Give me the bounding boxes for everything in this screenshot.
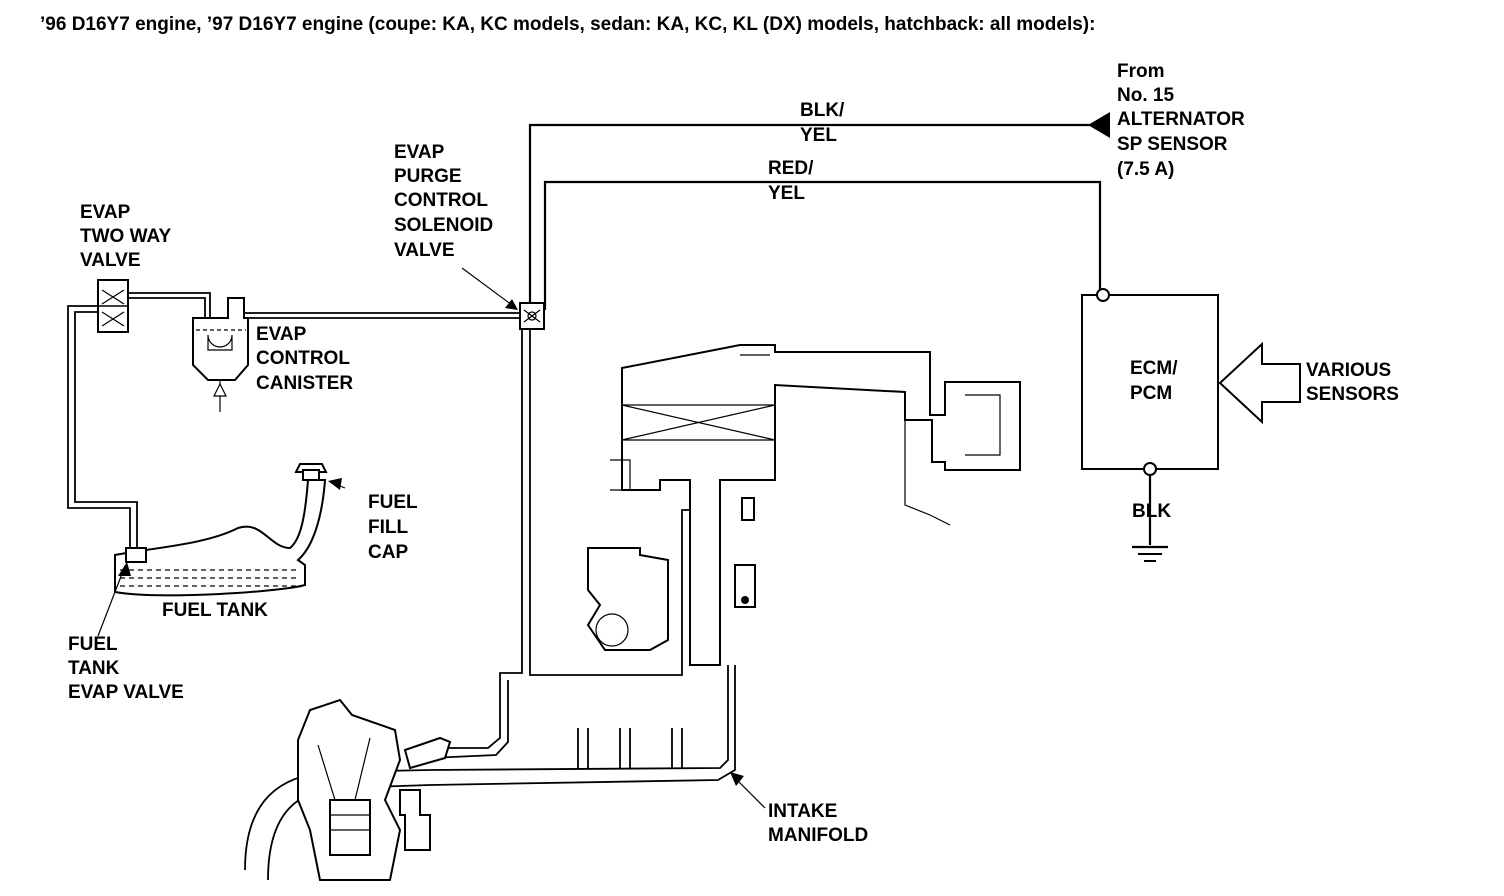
throttle-body-assembly <box>610 344 1021 666</box>
label-line: TANK <box>68 658 120 679</box>
evap-control-canister <box>192 297 249 412</box>
label-evap-two-way-valve: EVAP TWO WAY VALVE <box>80 202 171 271</box>
label-fuel-fill-cap: FUEL FILL CAP <box>368 492 418 563</box>
purge-valve-leader <box>461 267 517 309</box>
label-line: YEL <box>800 125 837 146</box>
tank-valve-leader-arrow <box>118 562 131 576</box>
label-line: (7.5 A) <box>1117 159 1174 180</box>
label-line: MANIFOLD <box>768 825 868 846</box>
label-evap-control-canister: EVAP CONTROL CANISTER <box>256 324 353 394</box>
label-line: SP SENSOR <box>1117 134 1228 155</box>
label-line: CANISTER <box>256 373 353 394</box>
two-way-valve <box>97 279 129 333</box>
label-line: EVAP VALVE <box>68 682 184 703</box>
label-line: CAP <box>368 542 408 563</box>
label-line: PURGE <box>394 166 462 187</box>
idle-air-control-valve <box>586 547 669 651</box>
intake-manifold-leader-arrow <box>730 772 744 786</box>
label-line: PCM <box>1130 383 1172 404</box>
tank-valve-leader <box>97 565 126 637</box>
purge-valve-leader-arrow <box>505 299 518 310</box>
ecm-pcm-box <box>1081 294 1219 470</box>
label-line: VARIOUS <box>1306 360 1391 381</box>
label-fuel-tank: FUEL TANK <box>162 600 268 621</box>
label-line: ALTERNATOR <box>1117 109 1245 130</box>
label-line: SENSORS <box>1306 384 1399 405</box>
intake-manifold <box>244 665 736 881</box>
label-line: FUEL <box>68 634 118 655</box>
label-wire-blk: BLK <box>1132 501 1171 522</box>
diagram-title: ’96 D16Y7 engine, ’97 D16Y7 engine (coup… <box>40 14 1095 35</box>
label-line: BLK/ <box>800 100 845 121</box>
fuse-connector-arrow <box>1088 112 1110 138</box>
fuel-cap-leader-arrow <box>328 478 342 490</box>
label-line: CONTROL <box>256 348 350 369</box>
label-line: VALVE <box>80 250 141 271</box>
label-line: TWO WAY <box>80 226 171 247</box>
map-sensor <box>734 497 756 608</box>
label-wire-blk-yel: BLK/ YEL <box>800 100 845 146</box>
label-wire-red-yel: RED/ YEL <box>768 158 814 204</box>
label-various-sensors: VARIOUS SENSORS <box>1306 360 1399 405</box>
label-line: FUEL <box>368 492 418 513</box>
sensors-input-arrow <box>1218 341 1301 425</box>
label-line: FILL <box>368 517 408 538</box>
label-line: From <box>1117 61 1165 82</box>
fuel-tank <box>114 463 328 597</box>
label-fuel-tank-evap-valve: FUEL TANK EVAP VALVE <box>68 634 184 703</box>
wire-blk-yel <box>528 123 1090 318</box>
label-line: CONTROL <box>394 190 488 211</box>
ground-icon <box>1132 545 1168 562</box>
label-ecm-pcm: ECM/ PCM <box>1130 358 1178 404</box>
purge-solenoid-valve <box>519 302 545 330</box>
label-line: VALVE <box>394 240 455 261</box>
label-line: ECM/ <box>1130 358 1178 379</box>
label-line: EVAP <box>394 142 445 163</box>
label-line: YEL <box>768 183 805 204</box>
ecm-terminal-bottom <box>1143 462 1157 476</box>
label-line: EVAP <box>80 202 131 223</box>
label-line: EVAP <box>256 324 307 345</box>
label-from-fuse: From No. 15 ALTERNATOR SP SENSOR (7.5 A) <box>1117 61 1245 180</box>
label-line: SOLENOID <box>394 215 493 236</box>
ecm-terminal-top <box>1096 288 1110 302</box>
label-line: RED/ <box>768 158 814 179</box>
wire-red-yel <box>543 180 1102 310</box>
label-intake-manifold: INTAKE MANIFOLD <box>768 801 868 846</box>
label-line: No. 15 <box>1117 85 1174 106</box>
label-line: INTAKE <box>768 801 837 822</box>
label-evap-purge-valve: EVAP PURGE CONTROL SOLENOID VALVE <box>394 142 493 261</box>
